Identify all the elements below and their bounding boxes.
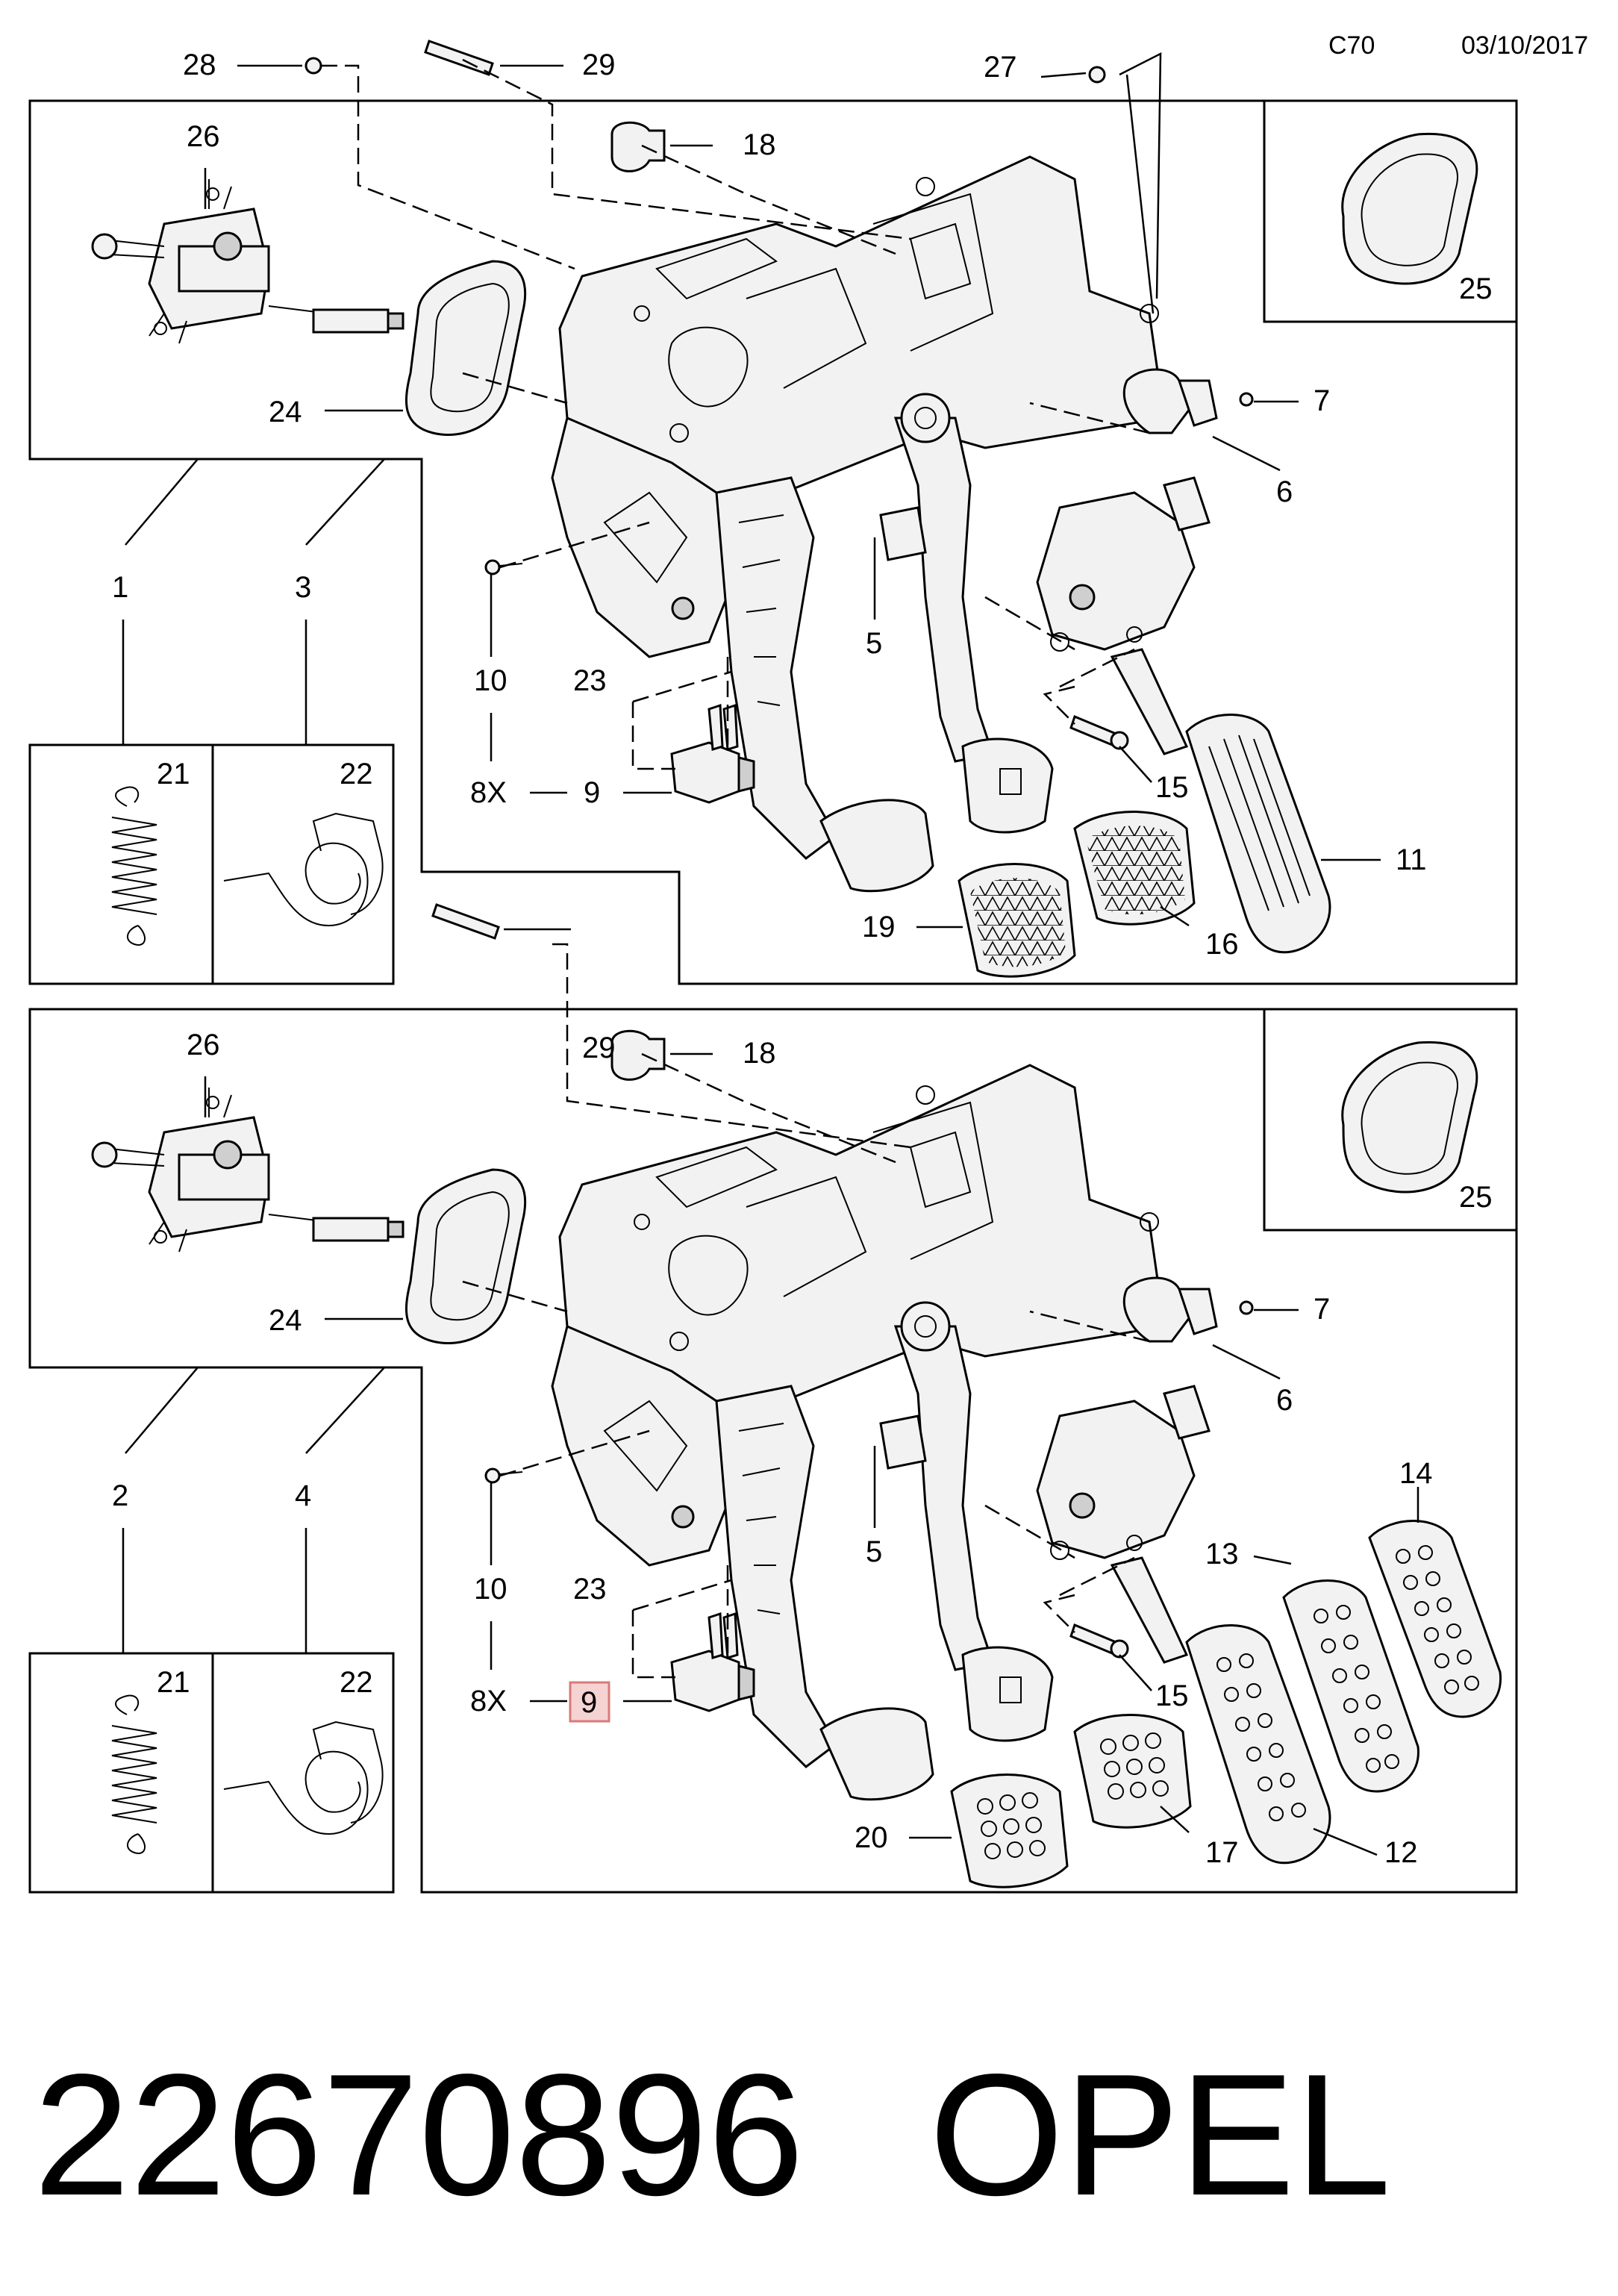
pad-20 [950,1774,1069,1888]
callout-15-top: 15 [1155,771,1189,804]
callout-6-bottom: 6 [1276,1384,1293,1417]
callout-10-top: 10 [474,664,507,697]
callout-18-bottom: 18 [743,1037,776,1070]
callout-25-bottom: 25 [1459,1181,1493,1214]
callout-6-top: 6 [1276,475,1293,508]
callout-13: 13 [1205,1538,1239,1570]
callout-17: 17 [1205,1836,1239,1869]
callout-12: 12 [1384,1836,1418,1869]
callout-4: 4 [295,1479,311,1512]
pad-13 [1282,1579,1419,1793]
seal-25-bottom [1341,1041,1478,1194]
spring-21-top [111,786,157,946]
top-inset-25 [1263,99,1518,323]
callout-8x-top: 8X [470,776,507,809]
callout-23-top: 23 [573,664,607,697]
callout-19: 19 [862,911,896,943]
callout-29-bottom: 29 [582,1032,616,1064]
callout-3: 3 [295,571,311,604]
torsion-spring-22-bottom [223,1721,384,1835]
top-inset-22 [211,743,395,985]
callout-9-highlight [569,1681,610,1723]
callout-21-top: 21 [157,758,190,790]
seal-25-top [1341,132,1478,285]
callout-5-top: 5 [866,627,882,660]
callout-28: 28 [183,49,216,81]
callout-9-top: 9 [584,776,600,809]
diagram-code: C70 [1328,31,1375,60]
callout-7-top: 7 [1314,384,1330,417]
bottom-leaders [122,903,1419,1856]
bottom-assembly: 29 26 18 24 25 7 6 2 4 10 23 5 14 13 8X … [28,903,1518,1894]
callout-18-top: 18 [743,128,776,161]
callout-1: 1 [112,571,128,604]
callout-22-top: 22 [340,758,373,790]
callout-11: 11 [1396,843,1427,876]
callout-29-top: 29 [582,49,616,81]
callout-16: 16 [1205,928,1239,961]
callout-7-bottom: 7 [1314,1293,1330,1326]
callout-9-bottom: 9 [581,1686,597,1719]
callout-27: 27 [984,51,1017,84]
callout-14: 14 [1399,1457,1433,1490]
top-leaders [122,40,1381,929]
callout-24-bottom: 24 [269,1304,302,1337]
top-frame [28,99,1518,985]
callout-25-top: 25 [1459,272,1493,305]
part-number: 22670896 [34,2038,804,2232]
callout-15-bottom: 15 [1155,1679,1189,1712]
diagram-date: 03/10/2017 [1461,31,1588,60]
callout-20: 20 [855,1821,888,1854]
callout-26-bottom: 26 [187,1029,220,1061]
bottom-inset-25 [1263,1008,1518,1232]
pad-14 [1368,1520,1502,1718]
accel-pedal-12 [1185,1624,1331,1865]
callout-5-bottom: 5 [866,1535,882,1568]
brand-name: OPEL [929,2038,1391,2232]
callout-2: 2 [112,1479,128,1512]
callout-8x-bottom: 8X [470,1685,507,1718]
torsion-spring-22-top [223,812,384,927]
bottom-inset-22 [211,1652,395,1894]
callout-24-top: 24 [269,396,302,428]
top-assembly: 28 29 27 26 18 24 25 7 6 1 3 10 23 5 8X … [28,40,1518,985]
spring-21-bottom [111,1694,157,1854]
callout-21-bottom: 21 [157,1666,190,1699]
callout-10-bottom: 10 [474,1573,507,1606]
callout-26-top: 26 [187,120,220,153]
pad-17 [1073,1714,1192,1829]
callout-22-bottom: 22 [340,1666,373,1699]
callout-23-bottom: 23 [573,1573,607,1606]
